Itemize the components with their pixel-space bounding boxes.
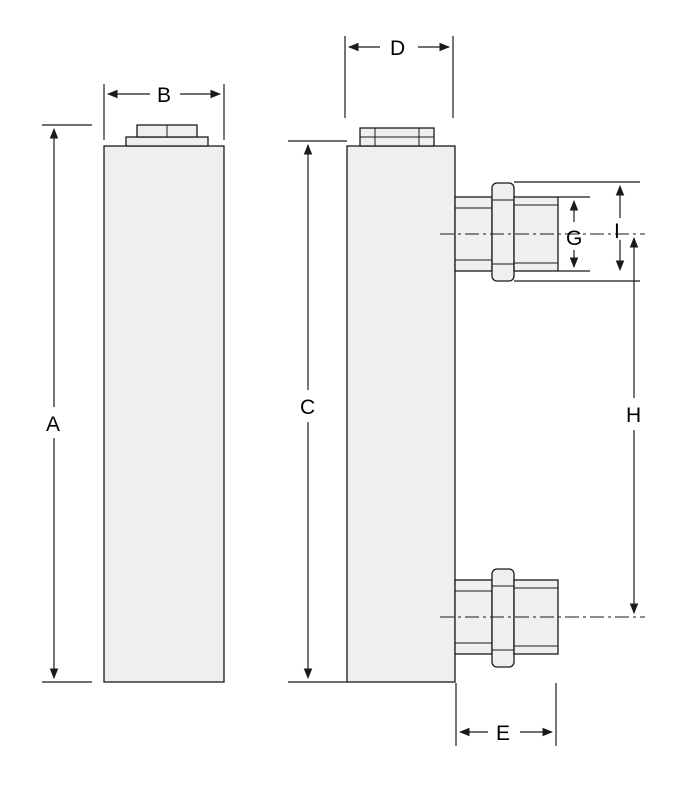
front-view-body — [103, 145, 225, 683]
dimension-e — [455, 683, 557, 746]
center-lines — [440, 233, 645, 618]
label-c: C — [300, 396, 315, 419]
label-b: B — [157, 84, 171, 107]
label-h: H — [626, 404, 641, 427]
dimension-g — [558, 196, 590, 272]
lower-port-fitting — [454, 568, 559, 668]
label-d: D — [390, 37, 405, 60]
upper-port-fitting — [454, 182, 559, 282]
dimension-i — [514, 181, 640, 282]
side-view — [346, 127, 559, 683]
dimension-c — [288, 140, 347, 683]
dimension-d — [344, 36, 454, 118]
side-view-body — [346, 145, 456, 683]
dimension-a — [42, 124, 92, 683]
label-a: A — [46, 413, 60, 436]
front-view-cap-plate — [125, 136, 209, 147]
front-view — [103, 124, 225, 683]
label-e: E — [496, 722, 510, 745]
dimension-b — [103, 84, 225, 140]
label-i: I — [614, 220, 620, 243]
label-g: G — [566, 227, 582, 250]
